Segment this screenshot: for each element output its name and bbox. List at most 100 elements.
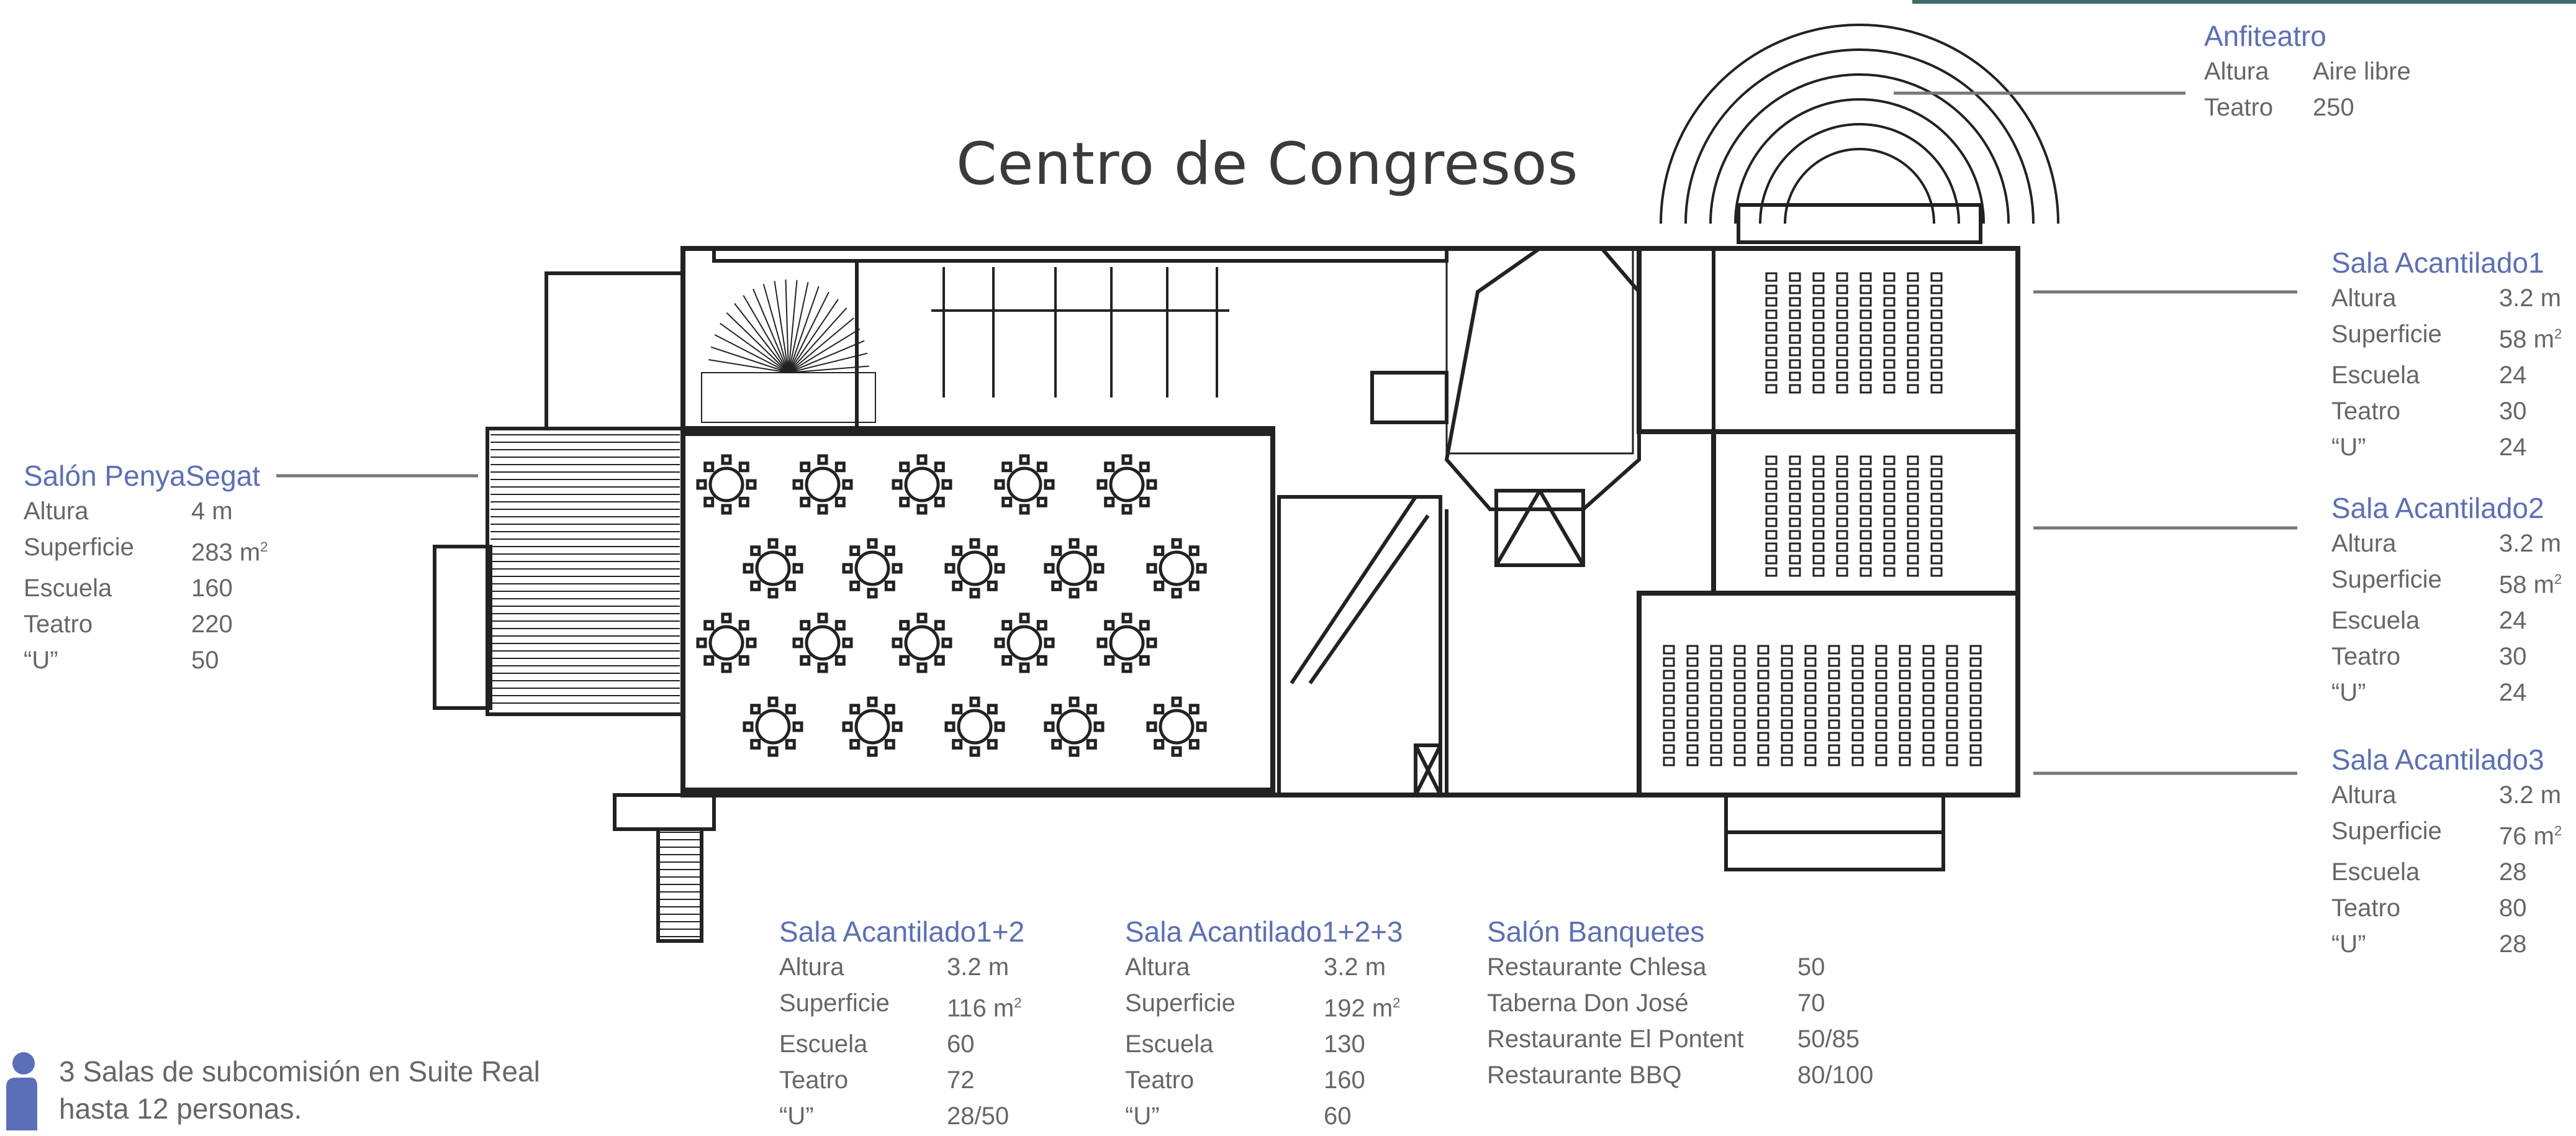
chair — [1710, 670, 1722, 679]
spec-row: “U”50 — [24, 642, 303, 678]
chair — [1922, 657, 1935, 667]
spec-label: Teatro — [2331, 643, 2401, 671]
chair — [1907, 468, 1919, 478]
chair — [1812, 530, 1825, 540]
chair — [1804, 645, 1817, 655]
table-chair — [750, 738, 761, 750]
spec-value: 72 — [947, 1062, 1046, 1098]
spec-value: 30 — [2499, 393, 2567, 429]
table-chair — [987, 580, 998, 591]
spec-value-text: 50 — [191, 647, 219, 675]
spec-value: 3.2 m — [947, 949, 1046, 985]
table-chair — [1001, 620, 1013, 631]
spec-value: 24 — [2499, 429, 2567, 465]
table-chair — [934, 496, 945, 507]
chair — [1686, 645, 1699, 655]
table-chair — [1019, 662, 1030, 673]
round-table — [696, 454, 757, 515]
spec-value: 70 — [1797, 985, 1909, 1021]
table-chair — [1093, 563, 1105, 574]
table-chair — [944, 563, 956, 574]
chair — [1663, 744, 1675, 754]
table-top — [854, 550, 890, 586]
chair — [1883, 272, 1896, 282]
chair — [1828, 707, 1840, 717]
table-chair — [1154, 580, 1165, 591]
chair — [1930, 309, 1943, 319]
table-chair — [1104, 496, 1115, 507]
chair — [1851, 657, 1864, 667]
spec-value: 283 m2 — [191, 529, 303, 570]
fan-step — [734, 302, 789, 373]
spec-value-text: 3.2 m — [2499, 530, 2562, 557]
subcommission-note: 3 Salas de subcomisión en Suite Real has… — [59, 1053, 618, 1127]
chair — [1757, 670, 1769, 679]
chair — [1812, 347, 1825, 357]
chair — [1969, 682, 1982, 692]
chair — [1733, 719, 1746, 729]
table-chair — [1001, 496, 1013, 507]
fan-step — [788, 279, 798, 373]
room-name: Sala Acantilado3 — [2331, 743, 2544, 776]
table-chair — [1171, 746, 1182, 757]
table-chair — [750, 580, 761, 591]
chair — [1946, 757, 1958, 766]
spec-value: 3.2 m — [2499, 525, 2567, 561]
chair — [1812, 371, 1825, 381]
fan-step — [720, 322, 789, 373]
round-table — [994, 612, 1055, 673]
chair — [1789, 297, 1801, 307]
chair — [1686, 694, 1699, 704]
table-chair — [817, 662, 828, 673]
spec-label: Escuela — [24, 575, 112, 602]
chair — [1663, 694, 1675, 704]
chair — [1765, 322, 1778, 332]
table-chair — [867, 696, 878, 707]
table-chair — [1188, 580, 1200, 591]
spec-value: 28 — [2499, 854, 2567, 890]
fan-step — [788, 282, 809, 373]
chair — [1765, 309, 1778, 319]
table-chair — [916, 454, 928, 465]
chair — [1883, 284, 1896, 294]
chair — [1969, 657, 1982, 667]
chair — [1686, 744, 1699, 754]
table-chair — [1051, 545, 1062, 557]
fan-step — [710, 346, 789, 373]
spec-value-text: 60 — [1324, 1102, 1352, 1130]
table-chair — [969, 746, 980, 757]
amphitheatre-row — [1759, 123, 1960, 224]
chair — [1781, 682, 1793, 692]
spec-value-text: 3.2 m — [2499, 284, 2562, 312]
chair — [1836, 297, 1848, 307]
chair — [1663, 657, 1675, 667]
chair — [1946, 744, 1958, 754]
chair — [1828, 757, 1840, 766]
chair — [1969, 744, 1982, 754]
chair — [1710, 657, 1722, 667]
room-name: Sala Acantilado1+2+3 — [1125, 916, 1403, 948]
spec-value-text: 220 — [191, 611, 233, 638]
spec-value-text: 3.2 m — [2499, 781, 2562, 809]
unit-superscript: 2 — [2554, 571, 2562, 587]
table-chair — [1139, 496, 1150, 507]
chair — [1922, 670, 1935, 679]
chair — [1930, 468, 1943, 478]
spec-value-text: 80 — [2499, 894, 2527, 922]
spec-label: Altura — [2204, 58, 2269, 85]
chair — [1946, 694, 1958, 704]
table-chair — [1171, 696, 1182, 707]
table-chair — [767, 746, 779, 757]
chair — [1828, 694, 1840, 704]
table-chair — [842, 563, 853, 574]
table-chair — [792, 479, 803, 490]
